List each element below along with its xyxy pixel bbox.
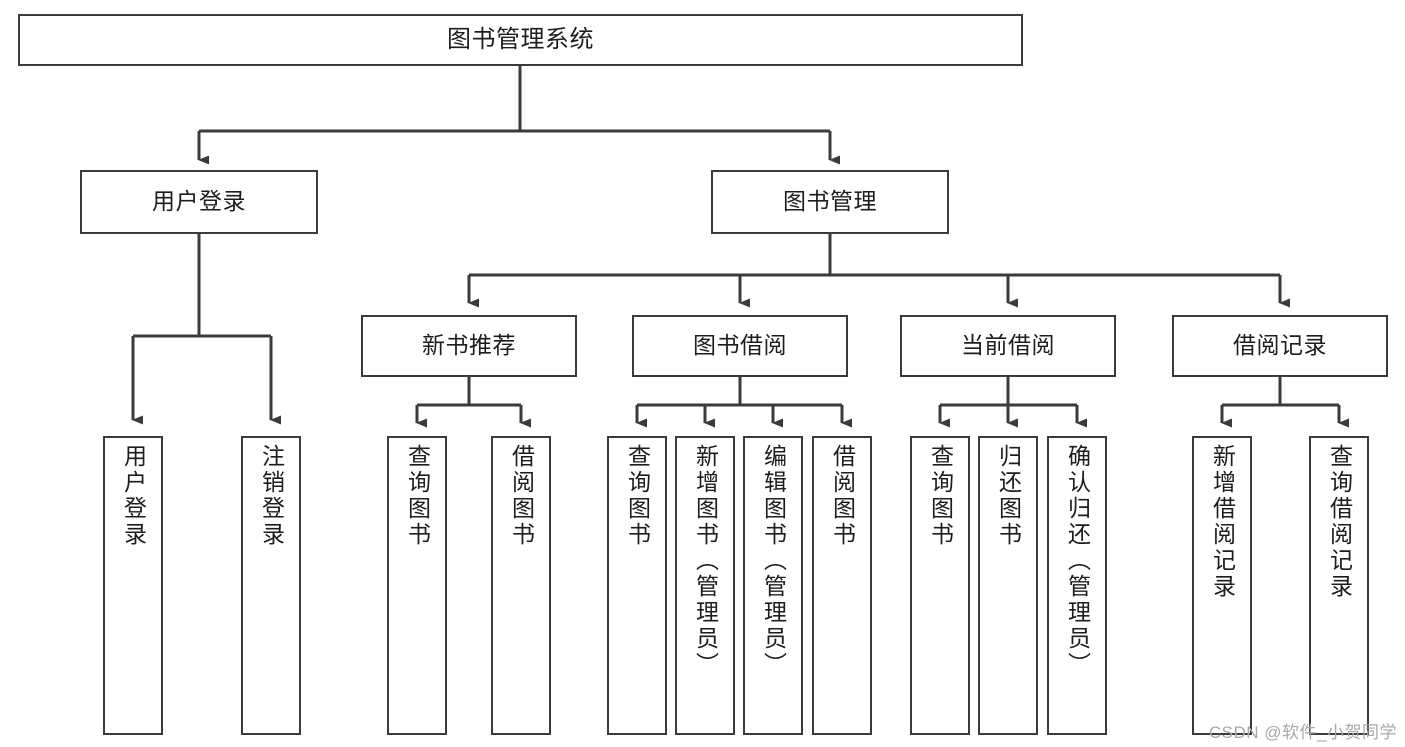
node-leaf-query-book-2[interactable]: 查询图书: [607, 436, 667, 735]
node-label: 查询图书: [404, 444, 431, 548]
node-label: 新书推荐: [422, 332, 516, 359]
node-leaf-query-book-1[interactable]: 查询图书: [387, 436, 447, 735]
node-leaf-borrow-book-2[interactable]: 借阅图书: [812, 436, 872, 735]
node-label: 查询借阅记录: [1326, 444, 1353, 600]
node-label: 用户登录: [120, 444, 147, 548]
node-label: 新增借阅记录: [1209, 444, 1236, 600]
node-label: 归还图书: [995, 444, 1022, 548]
node-label: 借阅图书: [829, 444, 856, 548]
node-leaf-user-logout[interactable]: 注销登录: [241, 436, 301, 735]
node-label: 注销登录: [258, 444, 285, 548]
node-label: 当前借阅: [961, 332, 1055, 359]
node-label: 编辑图书（管理员）: [760, 444, 787, 678]
node-label: 查询图书: [624, 444, 651, 548]
node-current-borrow[interactable]: 当前借阅: [900, 315, 1116, 377]
node-label: 查询图书: [927, 444, 954, 548]
node-leaf-add-book[interactable]: 新增图书（管理员）: [675, 436, 735, 735]
node-leaf-query-borrow-record[interactable]: 查询借阅记录: [1309, 436, 1369, 735]
node-label: 用户登录: [152, 188, 246, 215]
node-leaf-query-book-3[interactable]: 查询图书: [910, 436, 970, 735]
node-label: 图书借阅: [693, 332, 787, 359]
node-root-system[interactable]: 图书管理系统: [18, 14, 1023, 66]
node-book-borrow[interactable]: 图书借阅: [632, 315, 848, 377]
node-label: 借阅记录: [1233, 332, 1327, 359]
node-label: 图书管理系统: [447, 25, 594, 53]
node-leaf-add-borrow-record[interactable]: 新增借阅记录: [1192, 436, 1252, 735]
watermark: CSDN @软件_小贺同学: [1208, 723, 1397, 742]
node-leaf-edit-book[interactable]: 编辑图书（管理员）: [743, 436, 803, 735]
node-label: 图书管理: [783, 188, 877, 215]
node-leaf-confirm-return[interactable]: 确认归还（管理员）: [1047, 436, 1107, 735]
node-borrow-record[interactable]: 借阅记录: [1172, 315, 1388, 377]
node-book-manage[interactable]: 图书管理: [711, 170, 949, 234]
node-label: 确认归还（管理员）: [1064, 444, 1091, 678]
node-leaf-user-login[interactable]: 用户登录: [103, 436, 163, 735]
node-user-login[interactable]: 用户登录: [80, 170, 318, 234]
node-label: 借阅图书: [508, 444, 535, 548]
node-label: 新增图书（管理员）: [692, 444, 719, 678]
node-leaf-borrow-book-1[interactable]: 借阅图书: [491, 436, 551, 735]
node-new-book-recommend[interactable]: 新书推荐: [361, 315, 577, 377]
node-leaf-return-book[interactable]: 归还图书: [978, 436, 1038, 735]
